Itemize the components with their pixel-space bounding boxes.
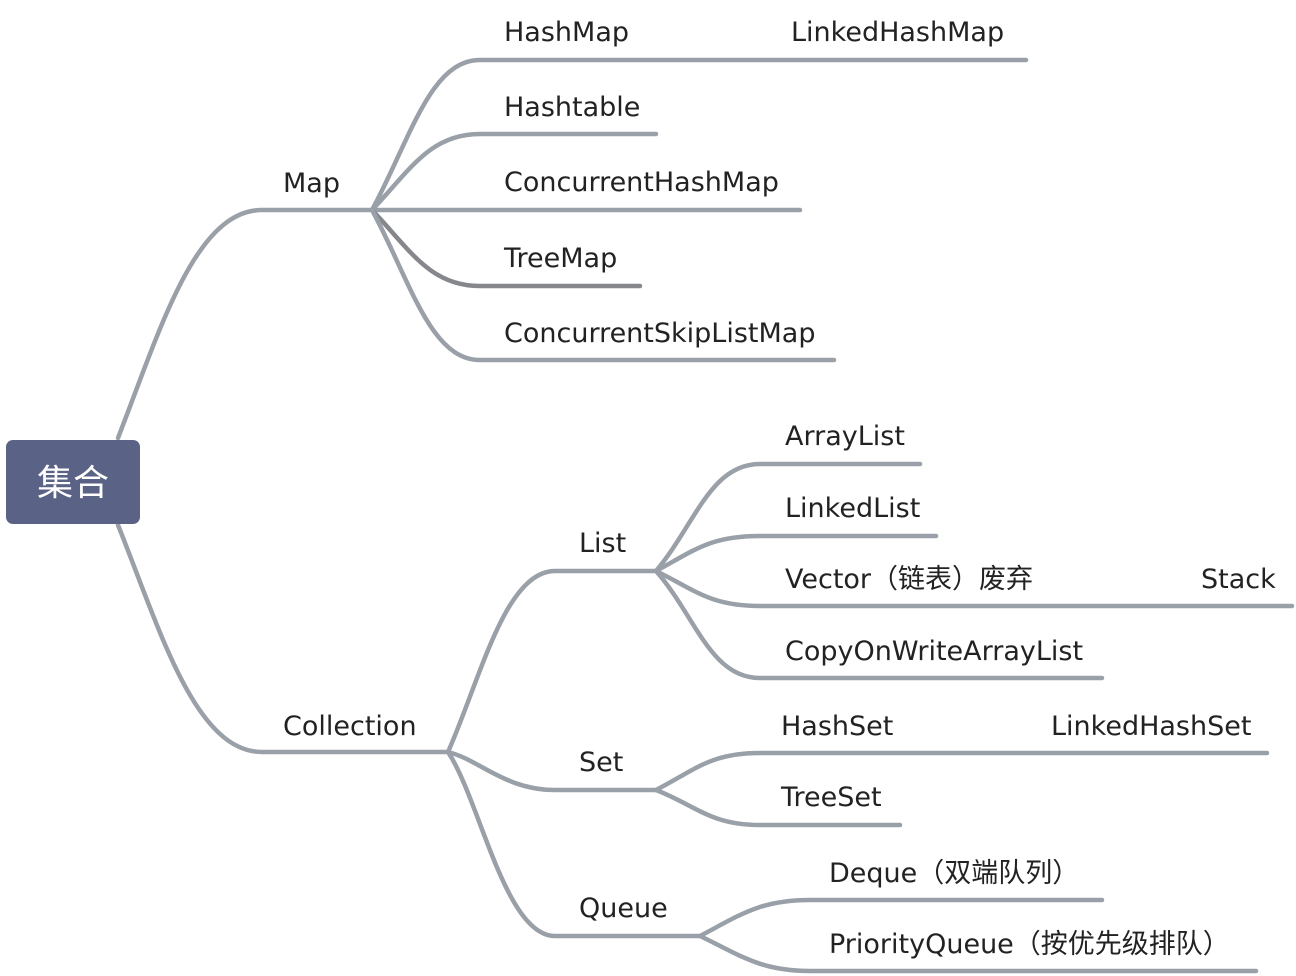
topic-linkedhashset[interactable]: LinkedHashSet (1051, 711, 1251, 742)
topic-hashmap[interactable]: HashMap (504, 17, 629, 48)
connector-set-hashset (653, 750, 1270, 793)
topic-set[interactable]: Set (579, 747, 623, 778)
topic-deque[interactable]: Deque（双端队列） (829, 858, 1079, 889)
connector-root-collection (115, 522, 451, 755)
topic-treeset[interactable]: TreeSet (780, 782, 882, 813)
topic-collection[interactable]: Collection (283, 711, 417, 742)
connector-queue-priorityqueue (697, 933, 1259, 974)
connectors (115, 57, 1295, 974)
connector-map-treemap (369, 207, 643, 289)
topic-priorityqueue[interactable]: PriorityQueue（按优先级排队） (829, 929, 1230, 960)
connector-list-arraylist (653, 461, 923, 574)
connector-map-concurrentskiplistmap (369, 207, 837, 363)
connector-collection-set (445, 749, 659, 793)
connector-map-hashmap (369, 57, 1029, 213)
topic-linkedlist[interactable]: LinkedList (785, 493, 920, 524)
topic-hashset[interactable]: HashSet (781, 711, 893, 742)
topic-copyonwritearraylist[interactable]: CopyOnWriteArrayList (785, 636, 1083, 667)
root-node[interactable]: 集合 (6, 440, 140, 524)
connector-list-copyonwritearraylist (653, 568, 1105, 681)
topic-arraylist[interactable]: ArrayList (785, 421, 905, 452)
topic-hashtable[interactable]: Hashtable (504, 92, 640, 123)
topic-list[interactable]: List (579, 528, 626, 559)
topic-linkedhashmap[interactable]: LinkedHashMap (791, 17, 1004, 48)
connector-list-linkedlist (653, 533, 939, 574)
topic-treemap[interactable]: TreeMap (503, 243, 617, 274)
root-node-box (6, 440, 140, 524)
connector-map-hashtable (369, 131, 659, 213)
root-node-label: 集合 (37, 463, 109, 504)
connector-list-vector (653, 568, 1295, 609)
topic-map[interactable]: Map (283, 168, 340, 199)
connector-root-map (115, 207, 375, 441)
connector-set-treeset (653, 787, 903, 828)
topic-stack[interactable]: Stack (1201, 564, 1276, 595)
topic-concurrentskiplistmap[interactable]: ConcurrentSkipListMap (504, 318, 815, 349)
connector-collection-list (445, 568, 659, 755)
topic-queue[interactable]: Queue (579, 893, 668, 924)
topic-concurrenthashmap[interactable]: ConcurrentHashMap (504, 167, 779, 198)
connector-queue-deque (697, 897, 1105, 939)
topic-vector[interactable]: Vector（链表）废弃 (785, 564, 1033, 595)
connector-collection-queue (445, 749, 703, 939)
